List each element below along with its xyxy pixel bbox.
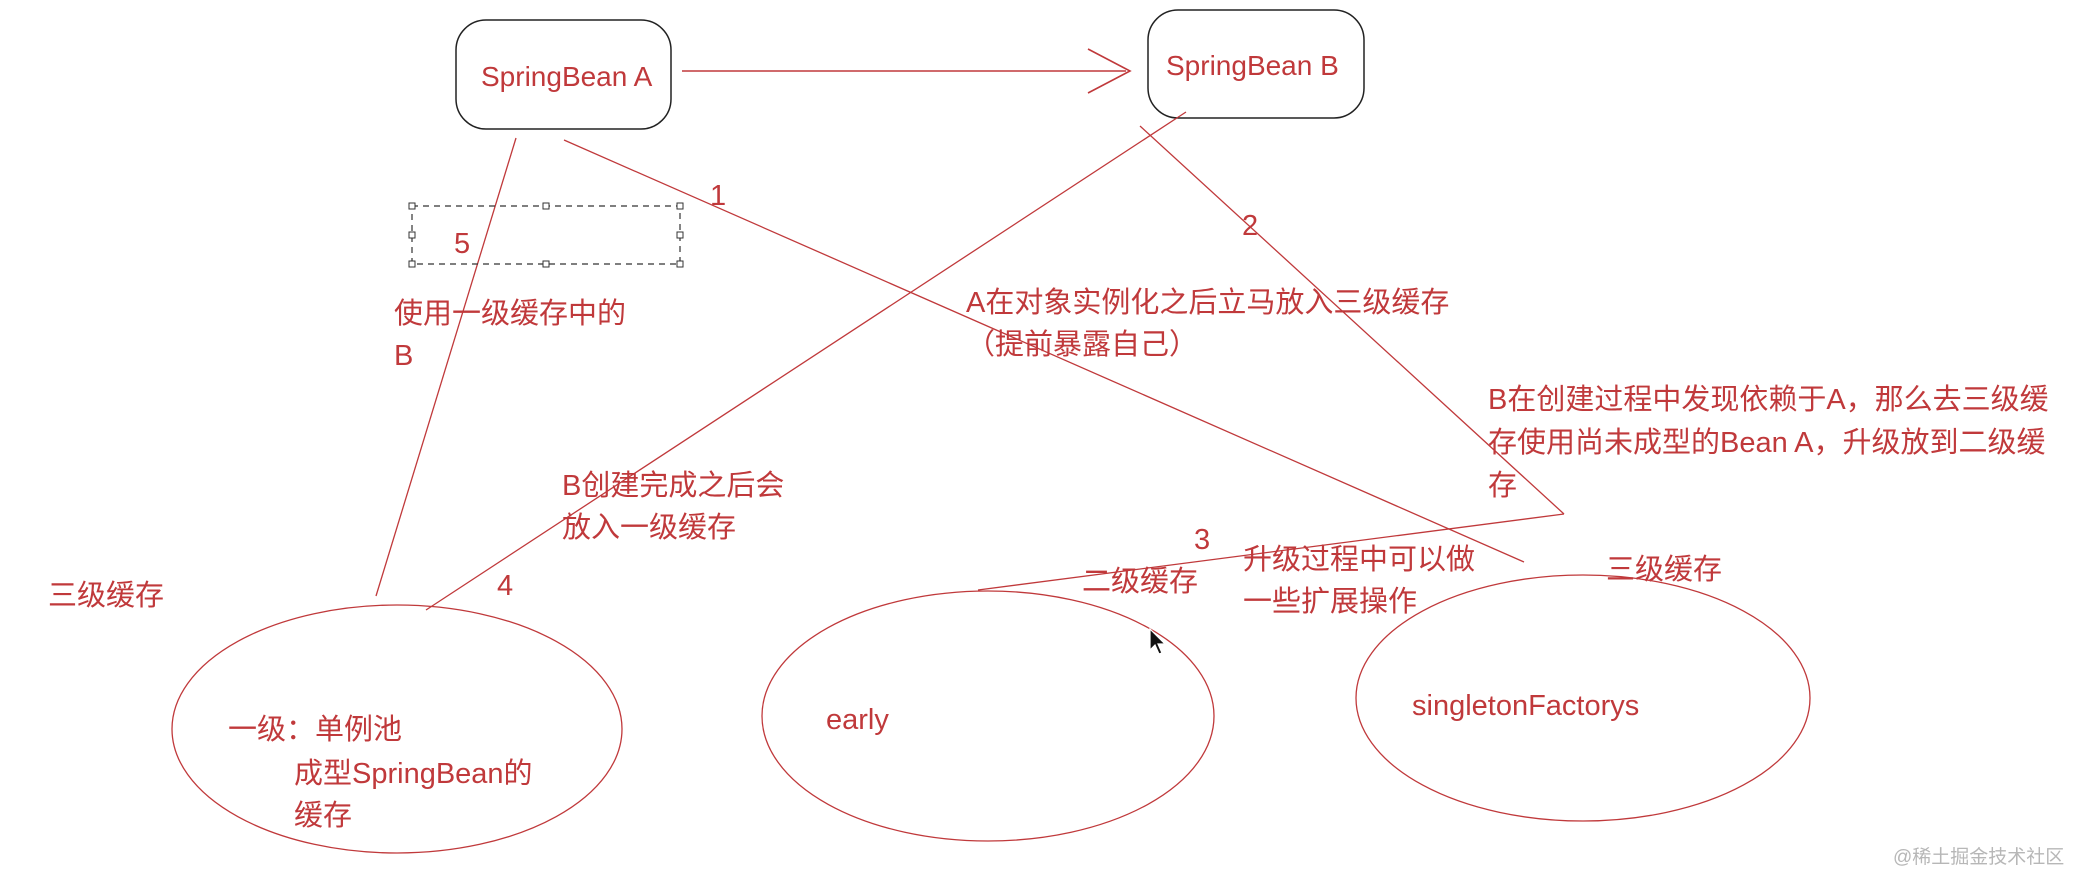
step-1: 1 [710,180,727,212]
line-factories-to-early [977,513,1565,591]
upgrade-line2: 一些扩展操作 [1243,586,1418,618]
factories-ellipse [1355,574,1811,822]
watermark: @稀土掘金技术社区 [1893,847,2065,868]
selection-handles [408,202,684,268]
b-found-line1: B在创建过程中发现依赖于A，那么去三级缓 [1488,384,2049,416]
line-b-to-factories [1139,125,1565,515]
step-4: 4 [497,570,514,602]
level2-cache-title: 二级缓存 [1082,566,1199,598]
level3-cache-title: 三级缓存 [1606,554,1723,586]
mouse-cursor-icon [1149,628,1167,655]
factories-label: singletonFactorys [1412,690,1640,722]
springbean-b-box [1147,9,1365,119]
b-found-line3: 存 [1488,470,1518,502]
level1-ellipse [171,604,623,854]
line-b-to-level1 [425,111,1187,611]
selection-box [411,205,681,265]
arrow-a-to-b-head [1087,48,1132,94]
b-found-line2: 存使用尚未成型的Bean A，升级放到二级缓 [1488,427,2046,459]
a-put-line2: （提前暴露自己） [966,329,1199,361]
step-2: 2 [1242,210,1259,242]
use-level1-line1: 使用一级缓存中的 [394,298,627,330]
springbean-a-label: SpringBean A [481,61,653,92]
line-a-to-factories [563,139,1525,563]
upgrade-line1: 升级过程中可以做 [1243,544,1476,576]
b-created-line1: B创建完成之后会 [562,470,785,502]
early-label: early [826,704,889,736]
line-a-to-level1 [375,137,517,597]
springbean-a-box [455,19,672,130]
early-ellipse [761,590,1215,842]
level1-text-line2: 成型SpringBean的 [294,758,533,790]
use-level1-line2: B [394,340,414,372]
level1-text-line1: 一级：单例池 [228,714,403,746]
b-created-line2: 放入一级缓存 [562,512,737,544]
step-3: 3 [1194,524,1211,556]
step-5: 5 [454,228,471,260]
level1-text-line3: 缓存 [294,800,353,832]
a-put-line1: A在对象实例化之后立马放入三级缓存 [966,287,1450,319]
springbean-b-label: SpringBean B [1166,50,1339,81]
three-level-cache-title: 三级缓存 [48,580,165,612]
